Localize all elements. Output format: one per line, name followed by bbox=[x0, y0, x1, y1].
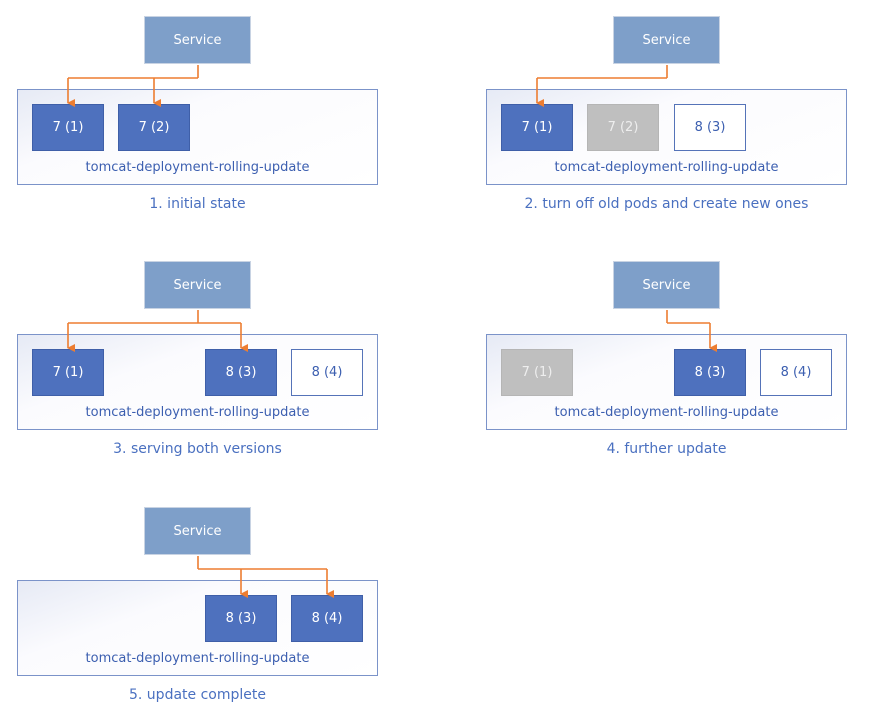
connector-line bbox=[68, 310, 241, 324]
deployment-label: tomcat-deployment-rolling-update bbox=[554, 405, 779, 420]
pod-new: 8 (4) bbox=[760, 349, 832, 396]
connector-line bbox=[197, 556, 327, 570]
pod-active: 7 (1) bbox=[501, 104, 573, 151]
deployment-label: tomcat-deployment-rolling-update bbox=[85, 160, 310, 175]
service-box: Service bbox=[613, 16, 720, 64]
pod-active: 7 (1) bbox=[32, 349, 104, 396]
panel-caption: 4. further update bbox=[606, 441, 727, 457]
pod-active: 8 (3) bbox=[205, 349, 277, 396]
pod-active: 7 (1) bbox=[32, 104, 104, 151]
panel-caption: 5. update complete bbox=[129, 687, 266, 703]
service-box: Service bbox=[144, 261, 251, 309]
pod-new: 8 (3) bbox=[674, 104, 746, 151]
connector-line bbox=[537, 65, 668, 79]
service-box: Service bbox=[144, 507, 251, 555]
deployment-label: tomcat-deployment-rolling-update bbox=[85, 651, 310, 666]
pod-old: 7 (2) bbox=[587, 104, 659, 151]
panel-caption: 1. initial state bbox=[149, 196, 246, 212]
connector-line bbox=[68, 65, 199, 79]
pod-new: 8 (4) bbox=[291, 349, 363, 396]
connector-line bbox=[666, 310, 710, 324]
deployment-label: tomcat-deployment-rolling-update bbox=[554, 160, 779, 175]
deployment-label: tomcat-deployment-rolling-update bbox=[85, 405, 310, 420]
service-box: Service bbox=[144, 16, 251, 64]
panel-caption: 2. turn off old pods and create new ones bbox=[524, 196, 809, 212]
pod-old: 7 (1) bbox=[501, 349, 573, 396]
service-box: Service bbox=[613, 261, 720, 309]
panel-caption: 3. serving both versions bbox=[113, 441, 282, 457]
